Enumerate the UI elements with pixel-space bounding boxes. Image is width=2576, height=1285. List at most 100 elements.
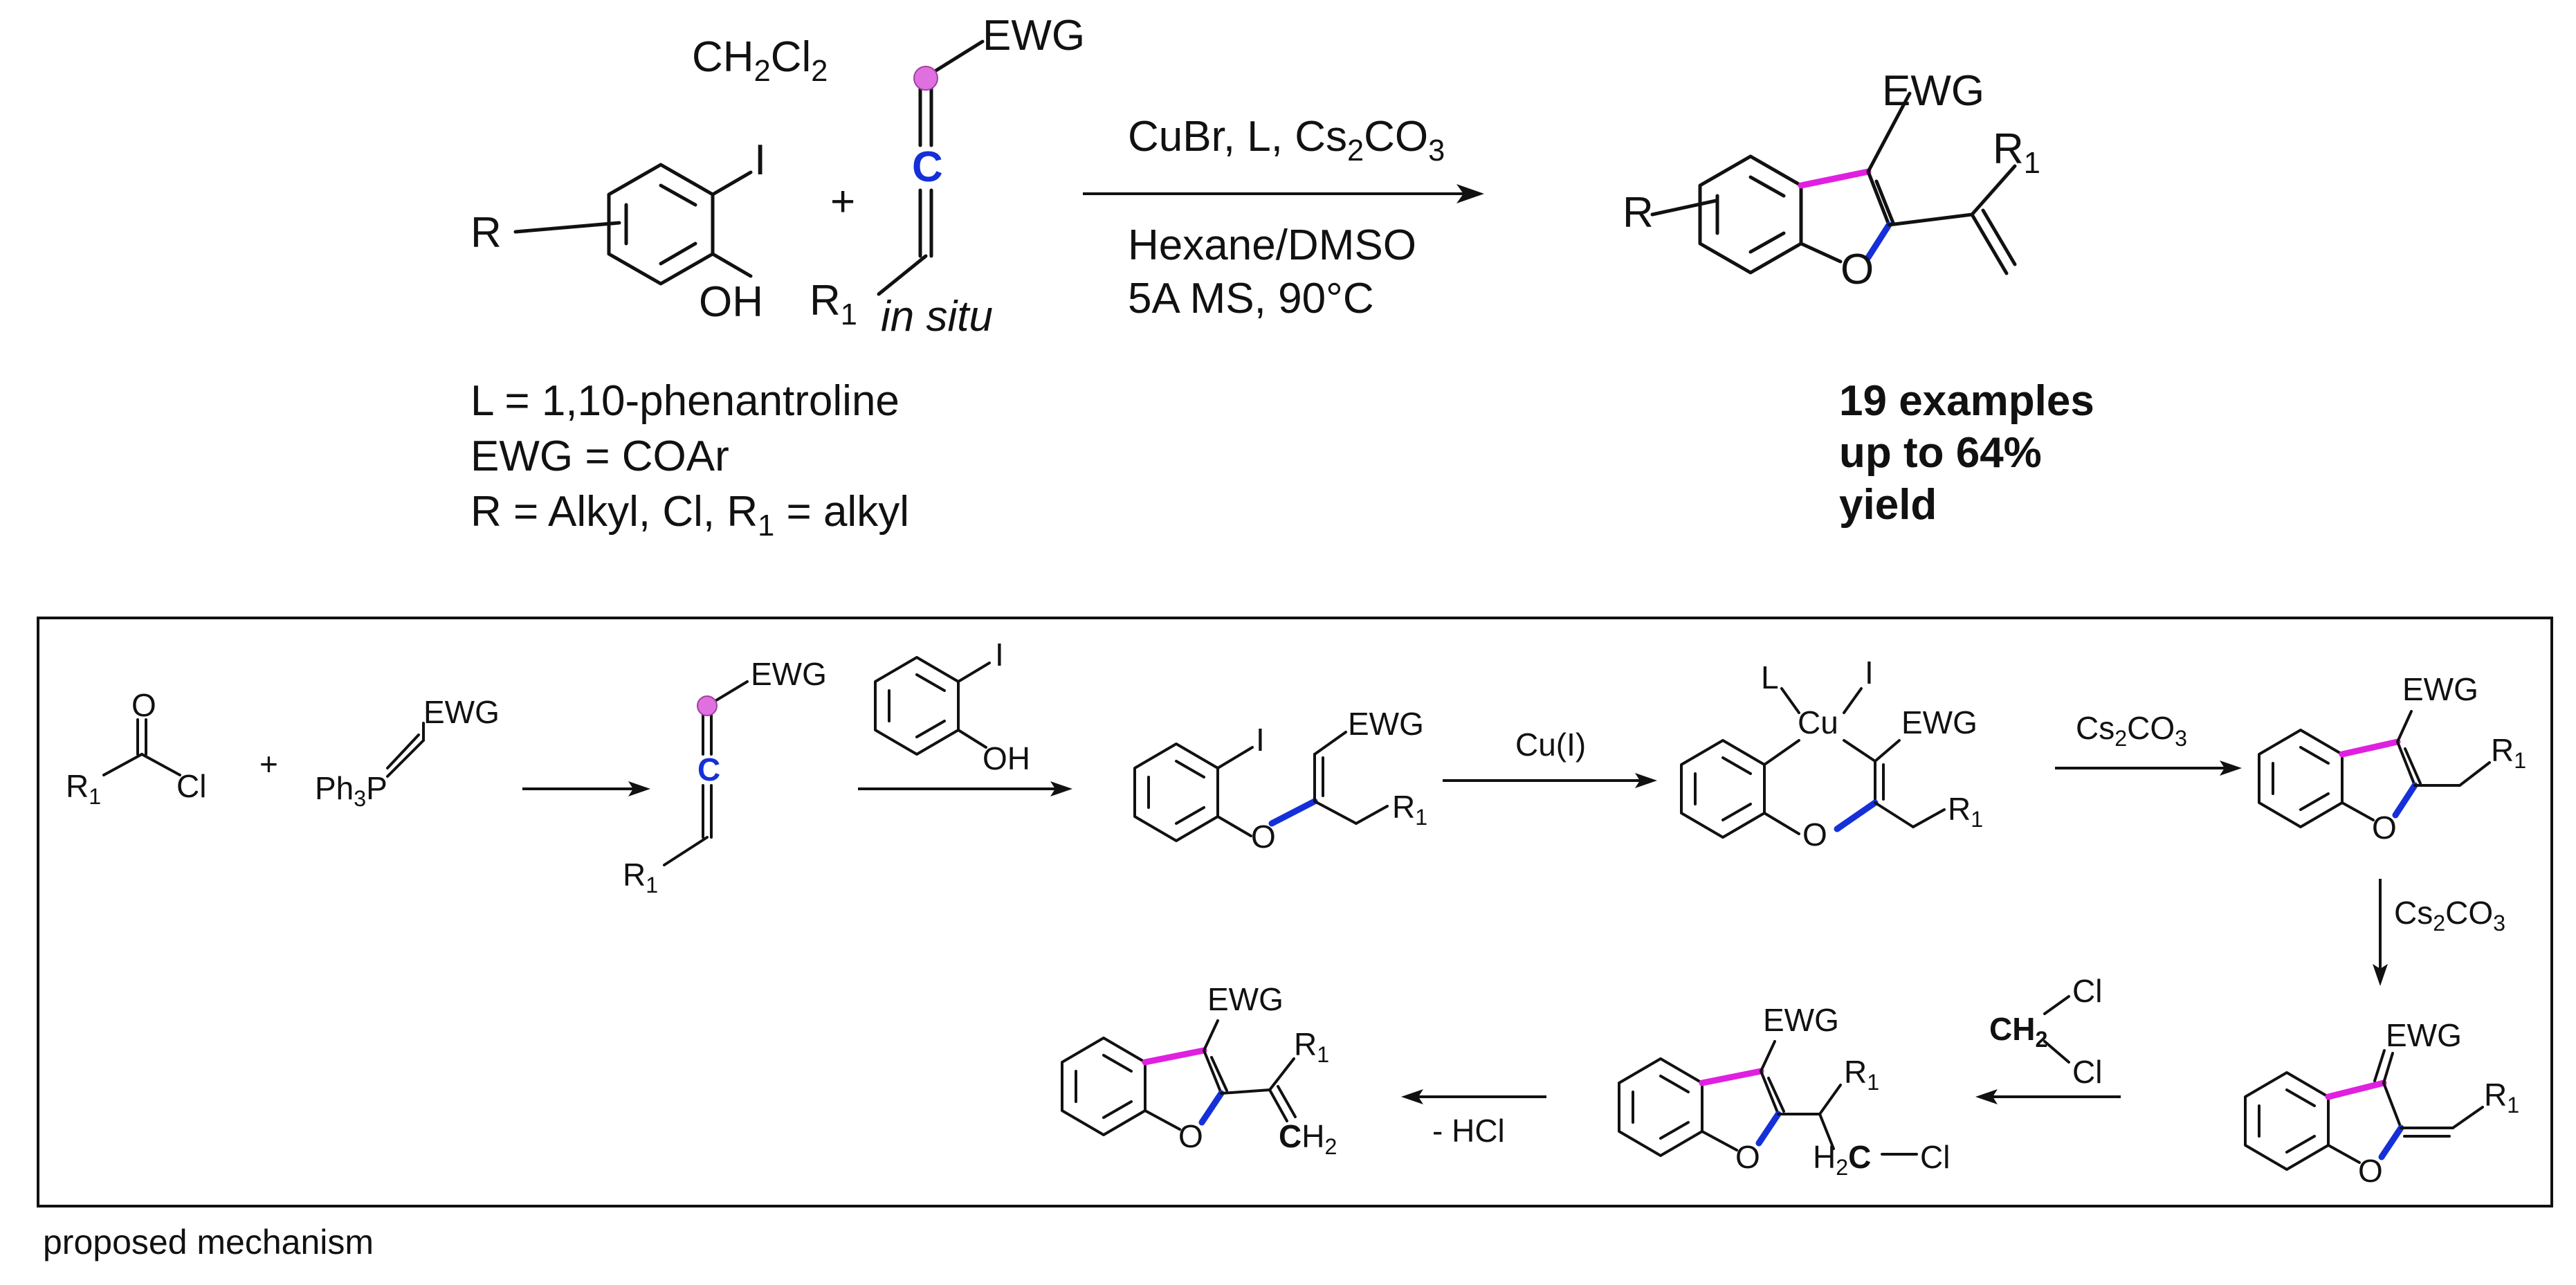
product-r: R	[1623, 189, 1654, 237]
allene-r1: R1	[810, 277, 857, 331]
final-ch2-c: C	[1279, 1118, 1301, 1154]
mech-allene: C EWG R1	[623, 656, 827, 897]
cu-o: O	[1802, 817, 1827, 853]
bf-alkyl-r1-text: R	[2491, 732, 2514, 768]
reactant-r: R	[471, 209, 502, 257]
carbene-dot	[913, 66, 938, 91]
cu-ewg: EWG	[1901, 704, 1977, 740]
summary-examples: 19 examples	[1839, 377, 2094, 425]
product-r1-text: R	[1993, 125, 2024, 173]
ylide: EWG Ph3P	[315, 694, 500, 811]
solvent-ch: CH	[692, 33, 754, 81]
alkylidene-r1: R1	[2484, 1077, 2519, 1118]
mech-allene-r1-text: R	[623, 857, 646, 893]
mech-arrow-7	[1401, 1089, 1546, 1104]
conditions-line1: CuBr, L, Cs2CO3	[1128, 113, 1445, 167]
dcm-reagent: Cl CH2 Cl	[1989, 973, 2102, 1090]
bf-alkyl-ewg: EWG	[2402, 671, 2478, 707]
mech-iodophenol: I OH	[874, 637, 1030, 776]
benzofuran-alkyl: O EWG R1	[2258, 671, 2526, 846]
top-reaction: CH2Cl2 I OH R + C EWG R1 in	[471, 12, 2094, 543]
chloro-adduct: O EWG R1 H2C Cl	[1618, 1002, 1950, 1180]
mech-arrow-4	[2055, 760, 2242, 776]
main-arrow	[1083, 184, 1484, 203]
adduct-h2c: H2C	[1813, 1139, 1871, 1180]
reactant-hydroxy: OH	[699, 278, 763, 326]
mech-carbene-dot	[697, 695, 718, 716]
mechanism-caption: proposed mechanism	[43, 1223, 374, 1261]
conditions-cubr: CuBr, L, Cs	[1128, 113, 1347, 161]
definition-l: L = 1,10-phenantroline	[471, 377, 899, 425]
product-r1: R1	[1993, 125, 2040, 180]
mech-allene-r1: R1	[623, 857, 658, 897]
cu-cu: Cu	[1798, 704, 1838, 740]
summary-yield-pct: up to 64%	[1839, 429, 2042, 477]
mech-plus: +	[259, 746, 278, 782]
mech-arrow-3	[1443, 773, 1657, 788]
conditions-line2: Hexane/DMSO	[1128, 221, 1416, 269]
step-cu: Cu(I)	[1515, 727, 1586, 763]
mech-arrow-5	[2373, 879, 2388, 986]
final-r1: R1	[1294, 1026, 1329, 1067]
product-ewg: EWG	[1882, 67, 1984, 115]
vinyl-ether: I O EWG R1	[1133, 706, 1427, 855]
final-ch2: CH2	[1279, 1118, 1337, 1159]
acid-r1-text: R	[66, 768, 89, 804]
alkylidene-r1-text: R	[2484, 1077, 2507, 1113]
mech-iodophenol-oh: OH	[983, 740, 1030, 776]
vinyl-ewg: EWG	[1348, 706, 1424, 742]
mech-arrow-1	[522, 781, 650, 796]
acid-chloride: O Cl R1	[66, 687, 206, 809]
allene-reactant: C EWG R1 in situ	[810, 12, 1085, 340]
mechanism-box: O Cl R1 + EWG Ph3P C EWG	[37, 617, 2553, 1207]
plus-sign: +	[830, 178, 855, 226]
cu-r1: R1	[1948, 791, 1983, 832]
ylide-ph3p-text: Ph	[315, 770, 354, 806]
vinyl-o: O	[1251, 819, 1276, 855]
dcm-ch2: CH2	[1989, 1011, 2047, 1052]
final-ewg: EWG	[1207, 981, 1284, 1017]
allene-r1-text: R	[810, 277, 841, 325]
alkylidene: O EWG R1	[2244, 1017, 2519, 1189]
adduct-ewg: EWG	[1763, 1002, 1839, 1038]
step-base-2: Cs2CO3	[2394, 895, 2505, 936]
step-base-2-text: Cs	[2394, 895, 2433, 931]
dcm-ch2-text: CH	[1989, 1011, 2035, 1047]
summary-yield: yield	[1839, 481, 1937, 529]
adduct-r1: R1	[1844, 1054, 1879, 1095]
alkylidene-ewg: EWG	[2386, 1017, 2462, 1053]
ylide-ph3p: Ph3P	[315, 770, 387, 811]
alkylidene-o: O	[2358, 1153, 2383, 1189]
solvent-label: CH2Cl2	[692, 33, 828, 88]
definition-ewg: EWG = COAr	[471, 432, 729, 480]
allene-ewg: EWG	[983, 12, 1085, 60]
bf-alkyl-r1: R1	[2491, 732, 2526, 773]
ylide-ewg: EWG	[423, 694, 500, 730]
adduct-o: O	[1735, 1139, 1760, 1175]
adduct-r1-text: R	[1844, 1054, 1867, 1090]
mech-arrow-2	[858, 781, 1072, 796]
cu-i: I	[1865, 655, 1874, 691]
product-benzofuran: O EWG R1 R	[1623, 67, 2040, 293]
definition-r-text: R = Alkyl, Cl, R	[471, 488, 758, 536]
adduct-h2c-h: H	[1813, 1139, 1836, 1175]
reactant-iodo: I	[754, 136, 766, 184]
mech-iodophenol-i: I	[995, 637, 1004, 673]
mechanism-frame	[37, 617, 2553, 1207]
bf-alkyl-o: O	[2372, 810, 2397, 846]
allene-insitu: in situ	[881, 293, 993, 340]
acid-o: O	[131, 687, 156, 723]
step-hcl: - HCl	[1432, 1113, 1505, 1149]
dcm-cl-bottom: Cl	[2072, 1054, 2102, 1090]
iodophenol-reactant: I OH R	[471, 136, 766, 326]
cu-complex: L I Cu EWG O R1	[1680, 655, 1983, 853]
vinyl-r1: R1	[1392, 789, 1427, 830]
final-product: O EWG R1 CH2	[1061, 981, 1337, 1159]
vinyl-i: I	[1256, 722, 1265, 758]
cu-l: L	[1761, 659, 1779, 695]
dcm-cl-top: Cl	[2072, 973, 2102, 1009]
final-o: O	[1178, 1118, 1203, 1154]
acid-r1: R1	[66, 768, 101, 809]
mech-arrow-6	[1975, 1089, 2121, 1104]
